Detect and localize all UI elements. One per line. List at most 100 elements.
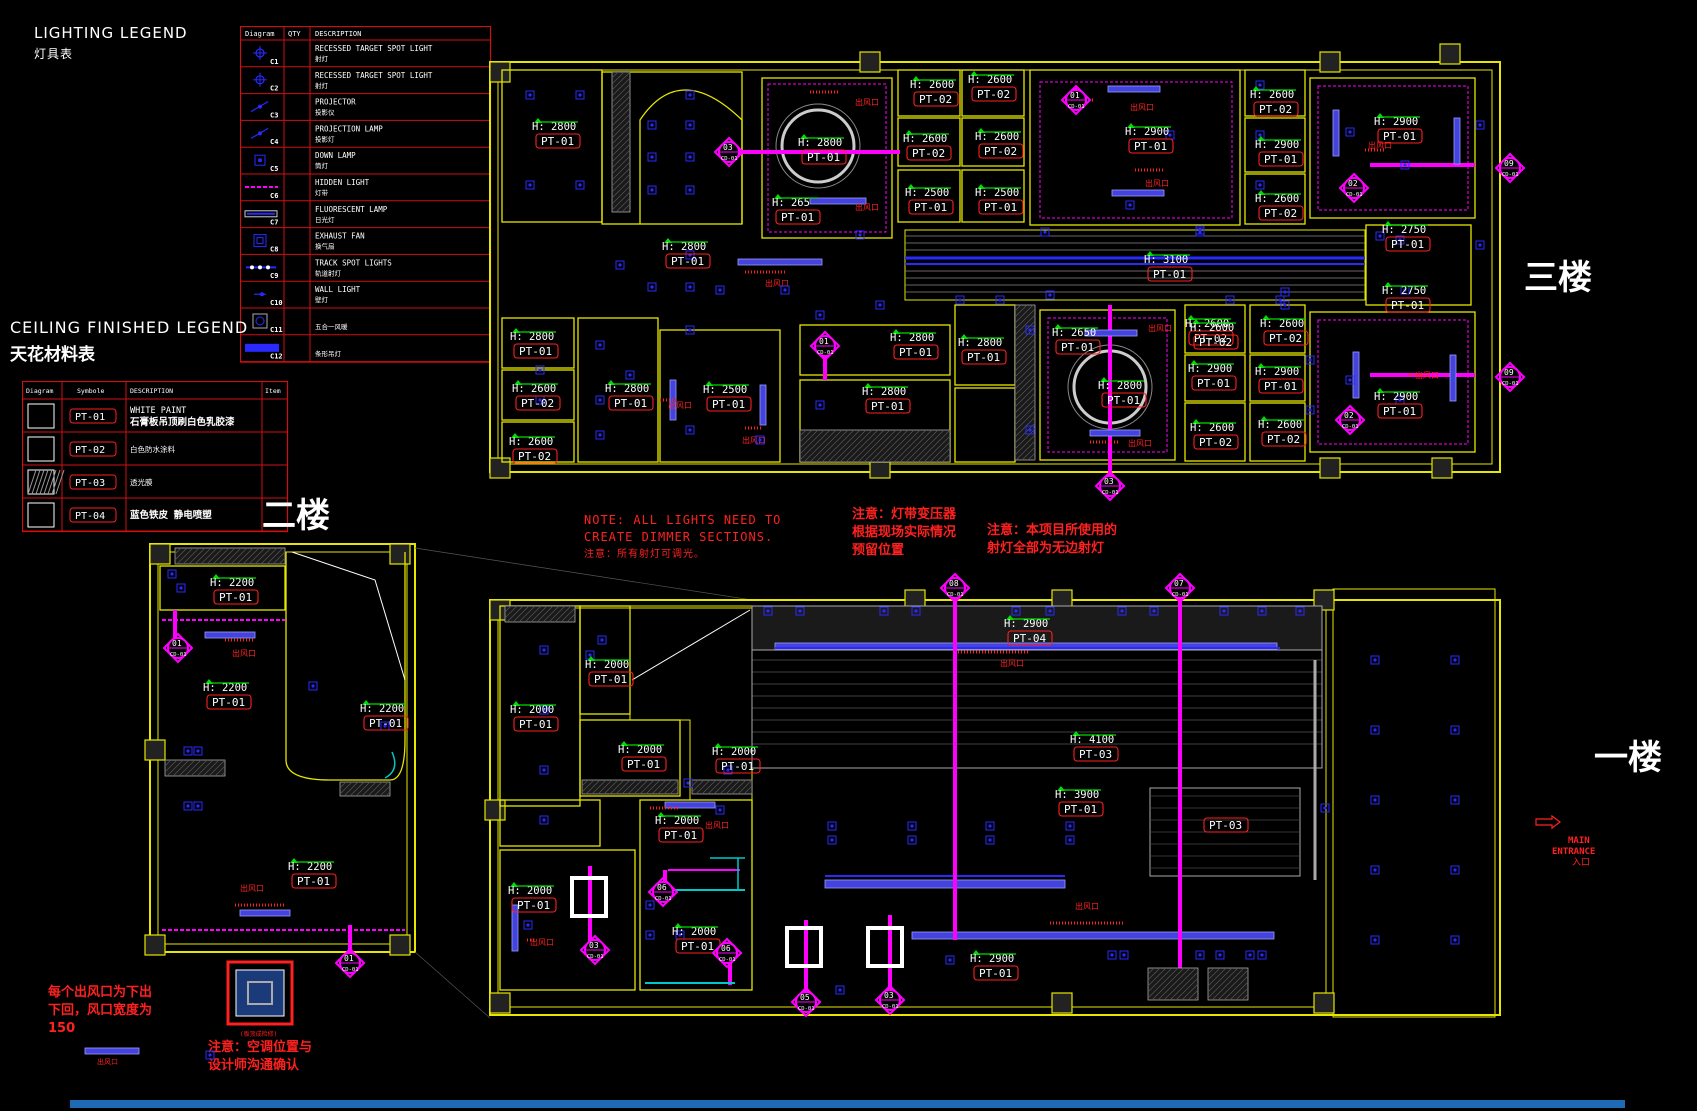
section-marker-sheet: CD-01: [1068, 104, 1085, 110]
downlight-icon: [1450, 655, 1460, 665]
fluorescent-lamp: [511, 904, 519, 952]
finish-tag-label: PT-01: [1391, 299, 1424, 312]
lighting-legend-desc-en: PROJECTOR: [315, 98, 356, 107]
ceiling-height-text: H: 2500: [703, 384, 747, 396]
ceiling-height-text: H: 2900: [1125, 126, 1169, 138]
section-marker-sheet: CD-01: [1102, 490, 1119, 496]
finish-tag-box: [1258, 151, 1304, 167]
downlight-icon: [1065, 835, 1075, 845]
section-marker-sheet: CD-01: [587, 954, 604, 960]
downlight-icon: [1125, 200, 1135, 210]
downlight-icon: [1345, 375, 1355, 385]
finish-tag-box: [1147, 266, 1193, 282]
lighting-legend-code: C5: [270, 165, 278, 173]
lighting-legend-code: C2: [270, 85, 278, 93]
finish-tag-box: [363, 715, 409, 731]
wall-hatch-2f: [164, 759, 226, 777]
downlight-icon: [1225, 295, 1235, 305]
finish-tag-box: [511, 897, 557, 913]
diagonal-edge: [631, 609, 751, 681]
opening-marker: [785, 926, 823, 968]
finish-tag-box: [1191, 375, 1237, 391]
downlight-icon: [875, 300, 885, 310]
ceiling-height-text: H: 2000: [618, 744, 662, 756]
section-marker-sheet: CD-01: [655, 896, 672, 902]
small-room: [961, 169, 1025, 223]
finish-tag-label: PT-02: [984, 145, 1017, 158]
section-marker-number: 01: [172, 639, 182, 648]
finish-tag-box: [1385, 297, 1431, 313]
room-1f-f: [499, 849, 636, 991]
finish-tag-label: PT-01: [594, 673, 627, 686]
finish-tag-label: PT-01: [1064, 803, 1097, 816]
downlight-icon: [1475, 120, 1485, 130]
column: [144, 739, 166, 761]
downlight-icon: [308, 681, 318, 691]
finish-tag-label: PT-02: [1259, 103, 1292, 116]
lighting-legend-desc-cn: 轨道射灯: [315, 268, 342, 277]
lighting-legend-desc-cn: 壁灯: [315, 295, 329, 304]
downlight-icon: [763, 606, 773, 616]
downlight-icon: [1257, 950, 1267, 960]
vent-label: 出风口: [765, 278, 789, 288]
downlight-icon: [1450, 935, 1460, 945]
downlight-icon: [647, 282, 657, 292]
finish-tag-label: PT-01: [1383, 405, 1416, 418]
section-marker-number: 08: [949, 579, 959, 588]
finish-tag-label: PT-01: [212, 696, 245, 709]
downlight-icon: [183, 801, 193, 811]
projector-icon: [258, 131, 262, 136]
lighting-legend-desc-en: WALL LIGHT: [315, 285, 361, 294]
hidden-light-strip: [1317, 319, 1469, 445]
dimmer-note: NOTE: ALL LIGHTS NEED TO CREATE DIMMER S…: [584, 512, 824, 563]
downlight-icon: [985, 835, 995, 845]
heater-icon: [255, 316, 265, 326]
third-floor-outline: [489, 61, 1501, 473]
downlight-icon: [647, 185, 657, 195]
finish-tag-box: [1377, 403, 1423, 419]
ceiling-swatch: [27, 502, 55, 528]
downlight-icon: [205, 1050, 215, 1060]
ceiling-edge-2f: [291, 551, 406, 681]
projector-icon: [258, 104, 262, 109]
downlight-icon: [879, 606, 889, 616]
finish-tag-label: PT-01: [664, 829, 697, 842]
finish-tag-label: PT-01: [781, 211, 814, 224]
room-3f-m: [1039, 309, 1176, 461]
ceiling-desc-cn: 蓝色铁皮 静电喷塑: [130, 509, 212, 521]
small-room: [1244, 173, 1306, 225]
lighting-legend-code: C4: [270, 138, 278, 146]
finish-tag-box: [608, 395, 654, 411]
finish-tag-box: [1073, 746, 1119, 762]
downlight-icon: [1450, 795, 1460, 805]
downlight-icon: [535, 365, 545, 375]
section-marker-number: 01: [819, 337, 829, 346]
finish-tag-label: PT-01: [541, 135, 574, 148]
ac-unit-icon: [226, 960, 294, 1026]
finish-tag-label: PT-02: [521, 397, 554, 410]
section-marker-number: 05: [800, 993, 810, 1002]
section-marker-number: 01: [344, 954, 354, 963]
downlight-icon: [523, 920, 533, 930]
column: [389, 934, 411, 956]
lighting-legend-desc-cn: 投影仪: [315, 108, 335, 117]
round-ceiling: [780, 108, 856, 184]
downlight-icon: [625, 370, 635, 380]
opening-marker: [866, 926, 904, 968]
section-marker-sheet: CD-01: [947, 592, 964, 598]
ceiling-height-text: H: 2800: [605, 383, 649, 395]
fluorescent-lamp: [737, 258, 823, 266]
ac-note: 注意：空调位置与 设计师沟通确认: [208, 1039, 312, 1075]
ceiling-swatch: [27, 403, 55, 429]
vent-note-2: 下回，风口宽度为: [48, 1003, 153, 1018]
lighting-legend-desc-cn: 射灯: [315, 81, 329, 90]
vent-label: 出风口: [1145, 178, 1169, 188]
entrance-label: ENTRANCE: [1552, 847, 1595, 857]
